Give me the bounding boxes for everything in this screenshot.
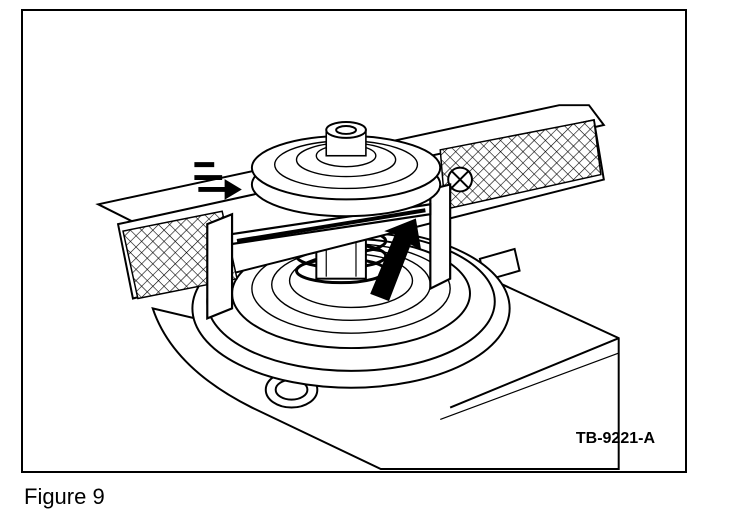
figure-caption: Figure 9 <box>24 484 105 509</box>
upward-arrow-icon <box>370 218 422 302</box>
thermostat-valve-disc <box>250 121 442 218</box>
compressor-tool-bracket <box>206 183 452 320</box>
thermostat-removal-illustration <box>95 104 620 471</box>
compression-motion-arrows-icon <box>194 162 242 200</box>
figure-reference-code: TB-9221-A <box>575 430 655 447</box>
figure-frame: TB-9221-A <box>21 9 687 473</box>
